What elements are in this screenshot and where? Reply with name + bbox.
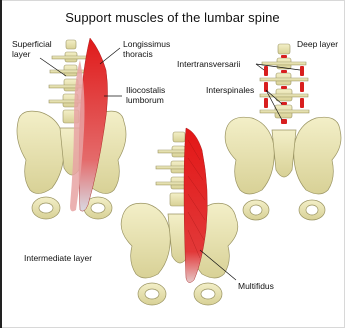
intermediate-layer-illustration	[121, 128, 238, 305]
deep-layer-illustration	[225, 44, 341, 220]
label-iliocostalis-lumborum: Iliocostalis lumborum	[126, 86, 165, 105]
label-intertransversarii: Intertransversarii	[177, 60, 240, 70]
label-interspinales: Interspinales	[206, 86, 254, 96]
label-multifidus: Multifidus	[238, 282, 274, 292]
label-intermediate-layer: Intermediate layer	[24, 254, 92, 264]
label-superficial-layer: Superficial layer	[12, 40, 52, 59]
label-deep-layer: Deep layer	[297, 40, 338, 50]
label-longissimus-thoracis: Longissimus thoracis	[123, 40, 170, 59]
pelvis-center	[121, 203, 238, 305]
superficial-layer-illustration	[17, 38, 126, 219]
pelvis-right	[225, 117, 341, 220]
